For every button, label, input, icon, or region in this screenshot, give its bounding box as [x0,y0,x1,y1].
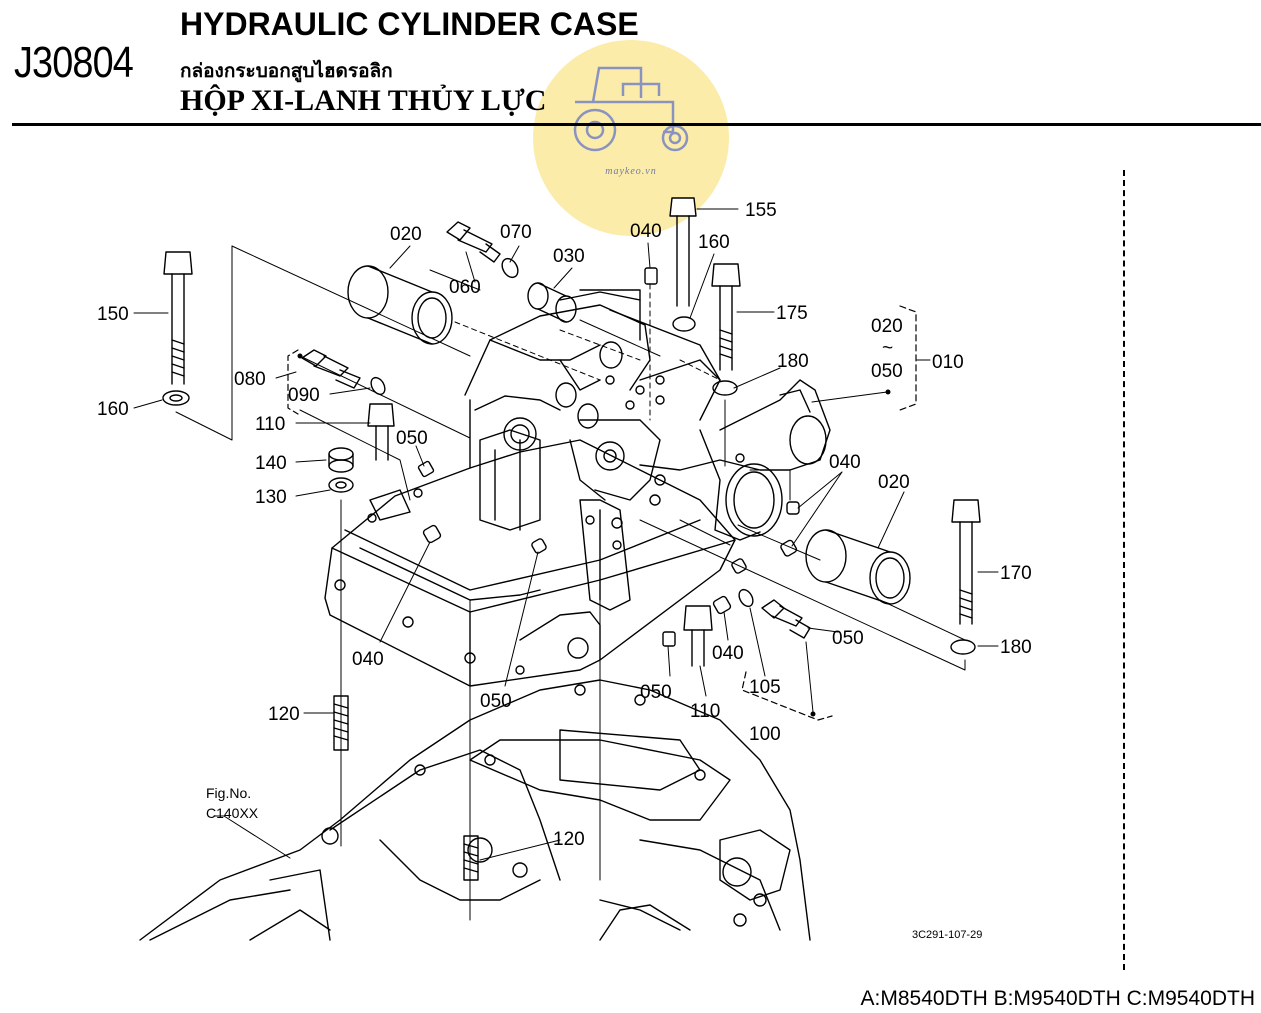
tractor-icon [573,66,689,152]
callout-155: 155 [745,200,777,221]
bolt-110-right [683,605,713,667]
bushing-upper [347,265,453,345]
watermark-badge: maykeo.vn [533,40,729,236]
callout-170: 170 [1000,563,1032,584]
callout-150: 150 [97,304,129,325]
callout-010: 010 [932,352,964,373]
callout-120-bottom: 120 [553,829,585,850]
guide-lines [175,245,966,921]
washer-180-bottom [950,639,976,655]
callout-060: 060 [449,277,481,298]
callout-140: 140 [255,453,287,474]
callout-020-top: 020 [390,224,422,245]
washer-130 [328,477,354,493]
washer-160-left [162,390,190,406]
sleeve-030 [527,282,577,323]
callout-020-range: 020 [871,316,903,337]
bolt-150 [163,251,193,385]
callout-050-left: 050 [396,428,428,449]
callout-040-mid: 040 [712,643,744,664]
callout-040-bottom: 040 [352,649,384,670]
bushing-lower [805,529,911,605]
o-ring-090 [370,376,386,396]
callout-120-left: 120 [268,704,300,725]
transmission-housing [139,679,811,941]
range-tilde: ~ [882,338,893,359]
page-title: HYDRAULIC CYLINDER CASE [180,6,639,42]
callout-040-right: 040 [829,452,861,473]
model-applicability: A:M8540DTH B:M9540DTH C:M9540DTH [860,987,1255,1010]
callout-160-right: 160 [698,232,730,253]
callout-leaders [133,208,999,861]
callout-050-right: 050 [832,628,864,649]
callout-100: 100 [749,724,781,745]
page-code: J30804 [14,38,134,87]
o-ring-105 [738,588,754,608]
bolt-170 [951,499,981,625]
washer-180-top [712,380,738,396]
callout-090: 090 [288,385,320,406]
callout-080: 080 [234,369,266,390]
plug-screws [417,267,800,647]
callout-030: 030 [553,246,585,267]
bolt-155 [669,197,697,307]
washer-160-right [672,316,696,332]
header-rule [12,123,1261,126]
bolt-175 [711,263,741,371]
callout-050-bottom: 050 [480,691,512,712]
nut-140 [328,447,354,473]
callout-050-lower: 050 [640,682,672,703]
callout-040-top: 040 [630,221,662,242]
group-brackets [287,305,917,721]
drawing-code: 3C291-107-29 [912,929,982,941]
callout-050-range: 050 [871,361,903,382]
stud-120-bottom [463,835,479,881]
callout-110-right: 110 [690,701,720,722]
fitting-100 [761,599,811,639]
hidden-lines [454,283,721,421]
callout-105: 105 [749,677,781,698]
page-title-vietnamese: HỘP XI-LANH THỦY LỰC [180,84,547,117]
callout-070: 070 [500,222,532,243]
fig-ref-label: Fig.No. [206,785,251,801]
fitting-080 [301,349,361,389]
page-title-thai: กล่องกระบอกสูบไฮดรอลิก [180,60,393,82]
callout-160-left: 160 [97,399,129,420]
fitting-060 [446,221,501,263]
callout-020-right: 020 [878,472,910,493]
callout-175: 175 [776,303,808,324]
callout-180-bottom: 180 [1000,637,1032,658]
callout-130: 130 [255,487,287,508]
bolt-110-left [367,403,395,461]
margin-dashed-line [1123,170,1125,970]
watermark-text: maykeo.vn [605,166,657,177]
callout-110-left: 110 [255,414,285,435]
o-ring-070 [501,257,519,279]
fig-ref-code: C140XX [206,805,259,821]
callout-180-top: 180 [777,351,809,372]
